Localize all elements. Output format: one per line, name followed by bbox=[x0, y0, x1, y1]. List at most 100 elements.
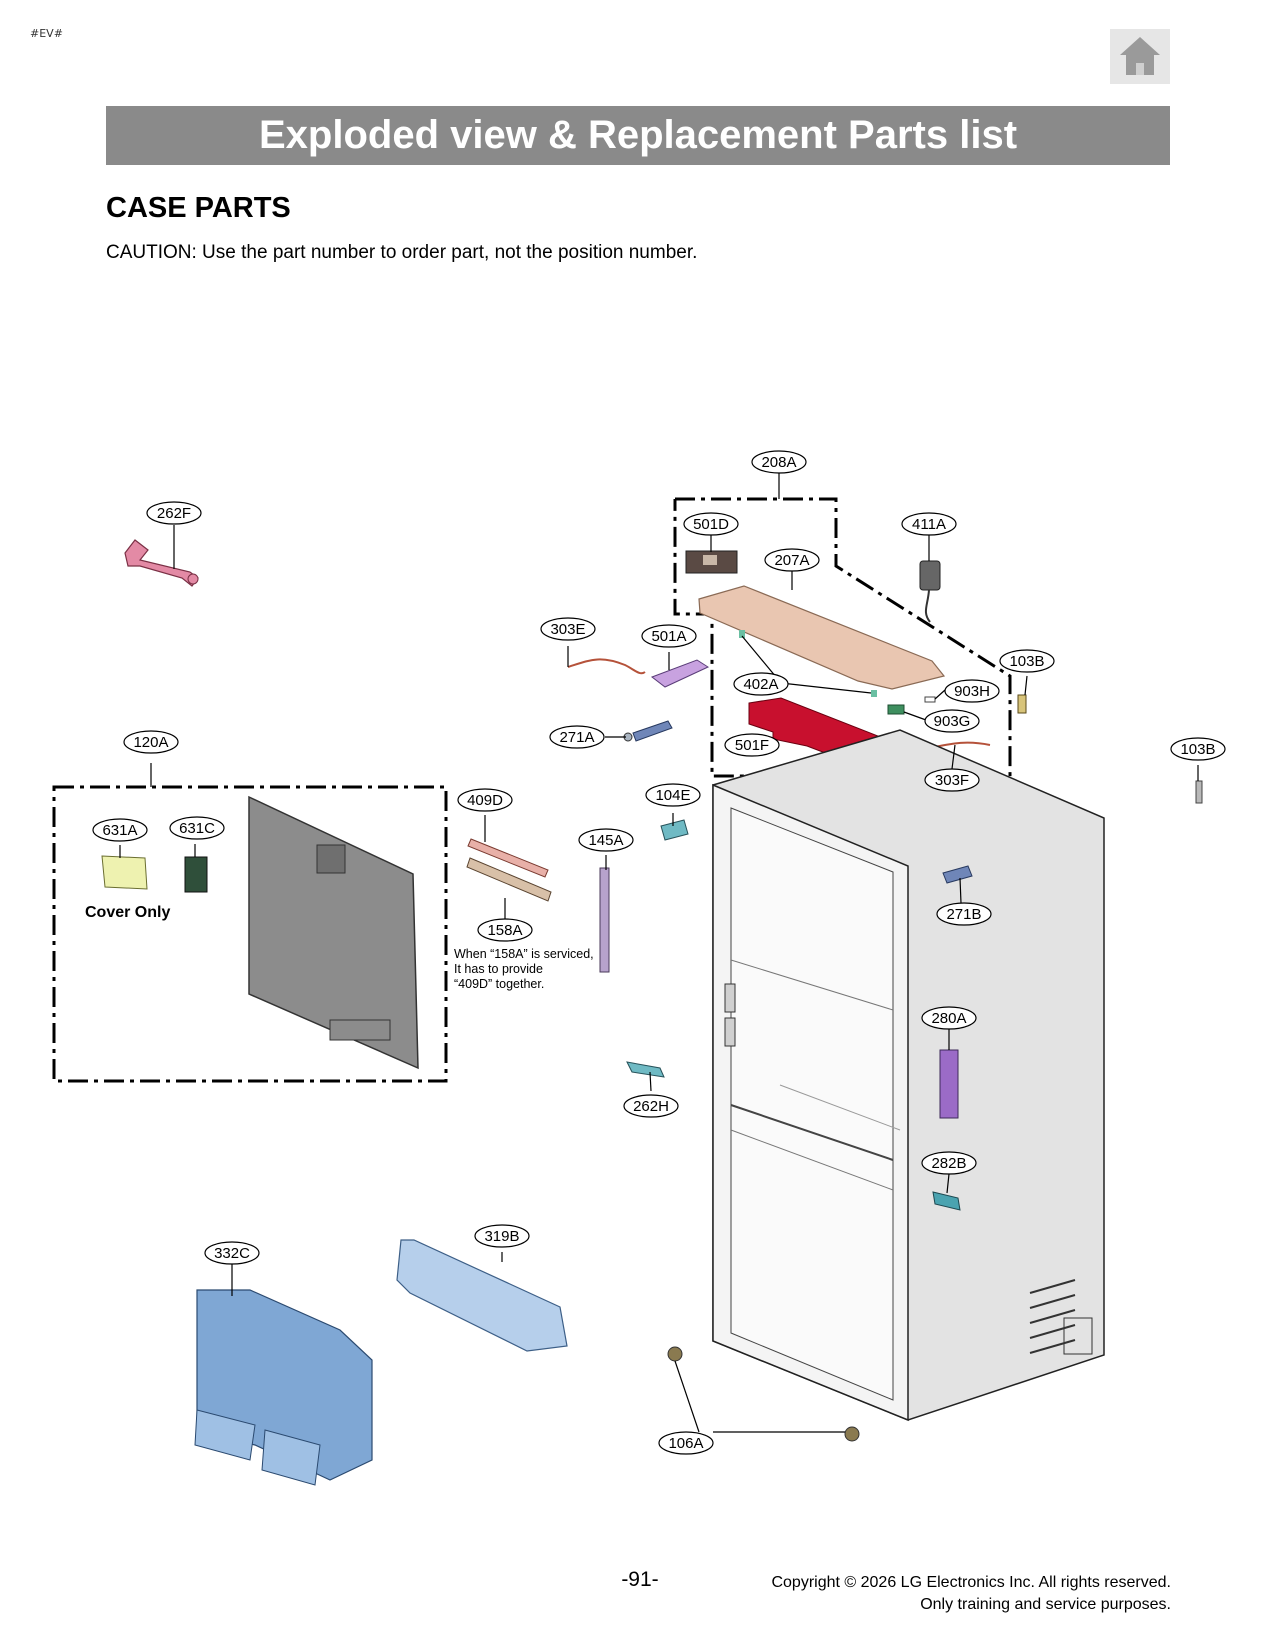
callout-631C-label: 631C bbox=[179, 820, 215, 837]
callout-409D-label: 409D bbox=[467, 792, 503, 809]
callout-501F-label: 501F bbox=[735, 737, 769, 754]
callout-631A-label: 631A bbox=[102, 822, 137, 839]
callout-501D-label: 501D bbox=[693, 516, 729, 533]
callout-903G: 903G bbox=[924, 709, 980, 733]
callout-631C: 631C bbox=[169, 816, 225, 840]
callout-402A-label: 402A bbox=[743, 676, 778, 693]
part-409D-strip bbox=[467, 838, 549, 878]
callout-106A-label: 106A bbox=[668, 1435, 703, 1452]
callout-303F: 303F bbox=[924, 768, 980, 792]
callout-103B-top-label: 103B bbox=[1009, 653, 1044, 670]
callout-411A-label: 411A bbox=[912, 516, 946, 533]
callout-145A-label: 145A bbox=[588, 832, 623, 849]
service-note-line2: It has to provide bbox=[454, 962, 543, 976]
callout-104E-label: 104E bbox=[655, 787, 690, 804]
callout-262F: 262F bbox=[146, 501, 202, 525]
callout-208A: 208A bbox=[751, 450, 807, 474]
part-271A-hinge bbox=[623, 720, 673, 742]
callout-303F-label: 303F bbox=[935, 772, 969, 789]
callout-282B: 282B bbox=[921, 1151, 977, 1175]
callout-280A-label: 280A bbox=[931, 1010, 966, 1027]
part-501A-board bbox=[650, 659, 710, 688]
callout-332C: 332C bbox=[204, 1241, 260, 1265]
part-332C-comb-left bbox=[194, 1409, 256, 1461]
part-631A-cover bbox=[101, 855, 148, 890]
part-145A-strip bbox=[599, 867, 610, 973]
part-402A-sensor bbox=[739, 630, 745, 638]
callout-501A: 501A bbox=[641, 624, 697, 648]
part-271B-hinge bbox=[942, 865, 973, 884]
part-402A-sensor-2 bbox=[871, 690, 877, 697]
callout-631A: 631A bbox=[92, 818, 148, 842]
cabinet-vents bbox=[1029, 1279, 1076, 1354]
callout-501F: 501F bbox=[724, 733, 780, 757]
callout-903H: 903H bbox=[944, 679, 1000, 703]
service-note-line3: “409D” together. bbox=[454, 977, 544, 991]
callout-271A-label: 271A bbox=[559, 729, 594, 746]
part-332C-comb-right bbox=[261, 1429, 321, 1486]
callout-271A: 271A bbox=[549, 725, 605, 749]
callout-402A: 402A bbox=[733, 672, 789, 696]
callout-282B-label: 282B bbox=[931, 1155, 966, 1172]
callout-501A-label: 501A bbox=[651, 628, 686, 645]
callout-903G-label: 903G bbox=[934, 713, 971, 730]
caution-text: CAUTION: Use the part number to order pa… bbox=[106, 242, 698, 263]
part-103B-right bbox=[1195, 780, 1203, 804]
callout-501D: 501D bbox=[683, 512, 739, 536]
callout-303E: 303E bbox=[540, 617, 596, 641]
callout-207A: 207A bbox=[764, 548, 820, 572]
page-number: -91- bbox=[621, 1568, 659, 1591]
callout-106A: 106A bbox=[658, 1431, 714, 1455]
callout-207A-label: 207A bbox=[774, 552, 809, 569]
copyright-line-2: Only training and service purposes. bbox=[920, 1596, 1171, 1613]
callout-332C-label: 332C bbox=[214, 1245, 250, 1262]
part-631C-filter bbox=[184, 856, 208, 893]
part-120A-panel-detail bbox=[316, 844, 346, 874]
part-106A-feet bbox=[667, 1346, 860, 1442]
part-501D-detail bbox=[703, 555, 717, 565]
callout-262H: 262H bbox=[623, 1094, 679, 1118]
callout-158A: 158A bbox=[477, 918, 533, 942]
part-207A-bracket bbox=[698, 585, 946, 690]
callout-208A-label: 208A bbox=[761, 454, 796, 471]
callout-319B: 319B bbox=[474, 1224, 530, 1248]
callout-262F-label: 262F bbox=[157, 505, 191, 522]
callout-120A-label: 120A bbox=[133, 734, 168, 751]
part-280A-panel bbox=[939, 1049, 959, 1119]
doc-tag: #EV# bbox=[30, 27, 63, 40]
callout-103B-top: 103B bbox=[999, 649, 1055, 673]
home-button[interactable] bbox=[1110, 29, 1170, 84]
callout-103B-right-label: 103B bbox=[1180, 741, 1215, 758]
service-note-line1: When “158A” is serviced, bbox=[454, 947, 594, 961]
part-120A-panel-foot bbox=[329, 1019, 391, 1041]
title-banner: Exploded view & Replacement Parts list bbox=[106, 106, 1170, 165]
part-158A-strip bbox=[466, 857, 552, 902]
callout-280A: 280A bbox=[921, 1006, 977, 1030]
page-title: Exploded view & Replacement Parts list bbox=[258, 113, 1018, 157]
home-icon bbox=[1120, 37, 1160, 75]
part-319B-tray bbox=[396, 1239, 568, 1352]
part-262H-bracket bbox=[626, 1061, 665, 1078]
callout-271B: 271B bbox=[936, 902, 992, 926]
callout-103B-right: 103B bbox=[1170, 737, 1226, 761]
part-303E-wire bbox=[567, 658, 646, 675]
callout-271B-label: 271B bbox=[946, 906, 981, 923]
part-262F-lever bbox=[124, 539, 199, 587]
copyright-footer: Copyright © 2026 LG Electronics Inc. All… bbox=[771, 1572, 1171, 1616]
copyright-line-1: Copyright © 2026 LG Electronics Inc. All… bbox=[771, 1574, 1171, 1591]
refrigerator-cabinet bbox=[712, 729, 1105, 1422]
callout-903H-label: 903H bbox=[954, 683, 990, 700]
callout-262H-label: 262H bbox=[633, 1098, 669, 1115]
part-120A-panel bbox=[248, 795, 419, 1070]
callout-409D: 409D bbox=[457, 788, 513, 812]
callout-120A: 120A bbox=[123, 730, 179, 754]
part-103B-top bbox=[1017, 694, 1027, 714]
part-903G bbox=[887, 704, 905, 715]
callout-158A-label: 158A bbox=[487, 922, 522, 939]
callout-145A: 145A bbox=[578, 828, 634, 852]
callout-319B-label: 319B bbox=[484, 1228, 519, 1245]
part-411A-cord bbox=[919, 560, 941, 623]
group-outline-120A bbox=[52, 785, 448, 1083]
callout-411A: 411A bbox=[901, 512, 957, 536]
